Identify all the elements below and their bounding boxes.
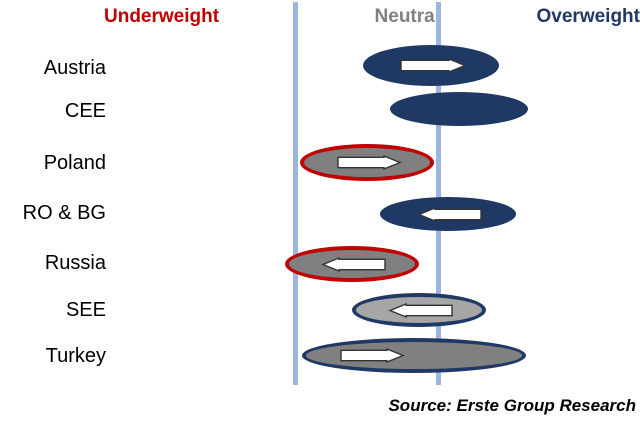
row-label-ro-bg: RO & BG [22,202,106,224]
arrow-right-icon [337,154,402,171]
bubble-austria[interactable] [363,45,499,86]
divider-line-neutral-overweight [436,2,441,385]
bubble-poland[interactable] [300,144,434,181]
arrow-left-icon [321,256,386,272]
row-label-see: SEE [65,299,106,321]
row-label-cee: CEE [64,100,106,122]
source-note: Source: Erste Group Research [388,396,636,415]
arrow-left-icon [388,302,453,318]
divider-line-underweight-neutral [293,2,298,385]
arrow-left-icon [417,206,482,222]
header-overweight-label: Overweight [536,6,640,27]
bubble-turkey[interactable] [302,338,526,373]
bubble-ro-bg[interactable] [380,197,516,231]
arrow-right-icon [340,347,405,364]
bubble-russia[interactable] [285,246,419,282]
row-label-austria: Austria [43,57,106,79]
bubble-cee[interactable] [390,92,528,126]
row-label-turkey: Turkey [45,345,106,367]
row-label-poland: Poland [43,152,106,174]
header-underweight-label: Underweight [104,6,220,27]
row-label-russia: Russia [44,252,106,274]
bubble-see[interactable] [352,293,486,327]
arrow-right-icon [400,57,467,74]
header-neutral-label: Neutral [374,6,440,27]
